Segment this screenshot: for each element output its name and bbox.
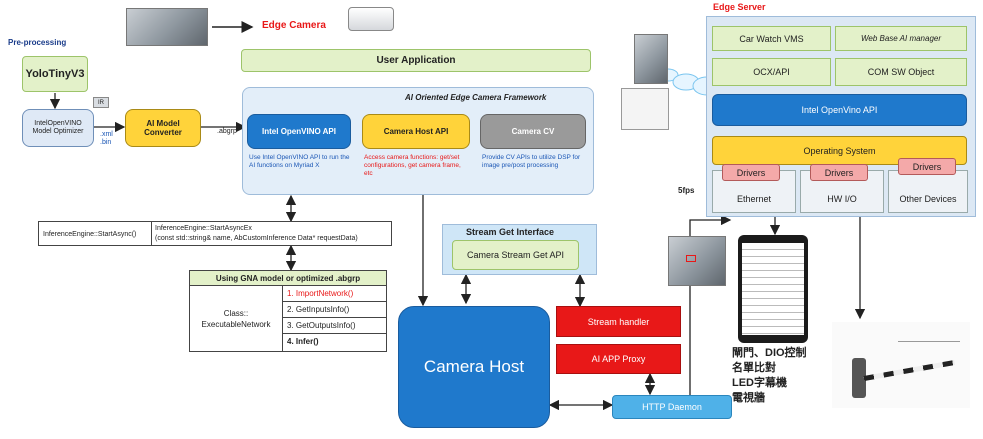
- camera-host-desc: Access camera functions: get/set configu…: [364, 154, 461, 177]
- web-base-label: Web Base AI manager: [860, 34, 942, 43]
- camera-stream-api-label: Camera Stream Get API: [466, 250, 565, 260]
- inference-signature: (const std::string& name, AbCustomInfere…: [155, 235, 358, 242]
- gate-image: [832, 322, 970, 408]
- method-1-cell: 1. ImportNetwork(): [283, 286, 386, 302]
- com-sw-label: COM SW Object: [867, 67, 935, 77]
- openvino-api-label: Intel OpenVINO API: [262, 127, 336, 136]
- server-openvino-label: Intel OpenVino API: [801, 105, 878, 115]
- drivers-hwio-box: Drivers: [810, 164, 868, 181]
- preprocessing-label: Pre-processing: [8, 38, 67, 47]
- abgrp-label: .abgrp: [217, 128, 237, 135]
- inference-row: InferenceEngine::StartAsync() InferenceE…: [38, 221, 392, 246]
- openvino-api-box: Intel OpenVINO API: [247, 114, 351, 149]
- gate-post: [852, 358, 866, 398]
- edge-server-label: Edge Server: [713, 2, 766, 12]
- ocx-box: OCX/API: [712, 58, 831, 86]
- ocx-label: OCX/API: [753, 67, 790, 77]
- model-optimizer-label: IntelOpenVINO Model Optimizer: [32, 120, 84, 135]
- ir-label: IR: [98, 99, 104, 106]
- drivers-other-label: Drivers: [912, 161, 942, 172]
- method-2: 2. GetInputsInfo(): [287, 305, 350, 314]
- user-application-box: User Application: [241, 49, 591, 72]
- gate-arm: [863, 360, 956, 381]
- class-label: Class:: ExecutableNetwork: [201, 308, 271, 329]
- ai-app-proxy-box: AI APP Proxy: [556, 344, 681, 374]
- car-watch-box: Car Watch VMS: [712, 26, 831, 51]
- camera-cv-box: Camera CV: [480, 114, 586, 149]
- os-label: Operating System: [803, 145, 876, 156]
- other-devices-box: Other Devices: [888, 170, 968, 213]
- fps-label: 5fps: [678, 186, 695, 195]
- converter-box: AI Model Converter: [125, 109, 201, 147]
- ir-badge: IR: [93, 97, 109, 108]
- method-4: 4. Infer(): [287, 337, 319, 346]
- drivers-ethernet-box: Drivers: [722, 164, 780, 181]
- phone-device: [738, 235, 808, 343]
- class-cell: Class:: ExecutableNetwork: [190, 286, 283, 351]
- edge-camera-label: Edge Camera: [262, 20, 326, 31]
- gna-title: Using GNA model or optimized .abgrp: [215, 273, 361, 283]
- camera-host-api-box: Camera Host API: [362, 114, 470, 149]
- drivers-hwio-label: Drivers: [824, 167, 854, 178]
- other-devices-label: Other Devices: [899, 193, 957, 204]
- parking-photo: [634, 34, 668, 84]
- framework-title: AI Oriented Edge Camera Framework: [405, 93, 547, 102]
- web-base-box: Web Base AI manager: [835, 26, 967, 51]
- camera-host-label: Camera Host: [423, 357, 525, 376]
- hw-io-label: HW I/O: [827, 193, 857, 204]
- stream-interface-title: Stream Get Interface: [466, 227, 555, 237]
- converter-label: AI Model Converter: [144, 119, 182, 137]
- user-application-label: User Application: [376, 55, 456, 66]
- server-screenshot: [621, 88, 669, 130]
- model-optimizer-box: IntelOpenVINO Model Optimizer: [22, 109, 94, 147]
- camera-host-api-label: Camera Host API: [383, 127, 449, 136]
- car-watch-label: Car Watch VMS: [739, 33, 804, 44]
- camera-device-icon: [348, 7, 394, 31]
- phone-screen: [742, 243, 804, 335]
- method-4-cell: 4. Infer(): [283, 334, 386, 351]
- inference-divider: [151, 222, 152, 245]
- http-daemon-box: HTTP Daemon: [612, 395, 732, 419]
- inference-ex: InferenceEngine::StartAsyncEx: [155, 225, 252, 232]
- xml-bin-label: .xml .bin: [100, 131, 113, 146]
- drivers-other-box: Drivers: [898, 158, 956, 175]
- gna-table: Using GNA model or optimized .abgrp Clas…: [189, 270, 387, 352]
- http-daemon-label: HTTP Daemon: [642, 402, 702, 412]
- drivers-ethernet-label: Drivers: [736, 167, 766, 178]
- method-3-cell: 3. GetOutputsInfo(): [283, 318, 386, 334]
- red-detection-icon: [686, 255, 696, 262]
- stream-handler-label: Stream handler: [587, 316, 650, 327]
- street-photo: [126, 8, 208, 46]
- gna-title-cell: Using GNA model or optimized .abgrp: [190, 271, 386, 286]
- ai-app-proxy-label: AI APP Proxy: [591, 354, 646, 364]
- openvino-desc: Use Intel OpenVINO API to run the AI fun…: [249, 154, 350, 169]
- yolo-label: YoloTinyV3: [25, 68, 85, 80]
- camera-cv-desc: Provide CV APIs to utilize DSP for image…: [482, 154, 581, 169]
- camera-stream-api-box: Camera Stream Get API: [452, 240, 579, 270]
- server-openvino-box: Intel OpenVino API: [712, 94, 967, 126]
- method-3: 3. GetOutputsInfo(): [287, 321, 356, 330]
- camera-cv-label: Camera CV: [511, 127, 555, 136]
- road-photo: [668, 236, 726, 286]
- gate-sign: [898, 332, 960, 342]
- method-2-cell: 2. GetInputsInfo(): [283, 302, 386, 318]
- method-1: 1. ImportNetwork(): [287, 289, 354, 298]
- ethernet-label: Ethernet: [736, 193, 772, 204]
- yolo-box: YoloTinyV3: [22, 56, 88, 92]
- inference-start: InferenceEngine::StartAsync(): [43, 231, 137, 238]
- dio-caption: 閘門、DIO控制 名單比對 LED字幕機 電視牆: [732, 347, 807, 404]
- stream-handler-box: Stream handler: [556, 306, 681, 337]
- camera-host-box: Camera Host: [398, 306, 550, 428]
- com-sw-box: COM SW Object: [835, 58, 967, 86]
